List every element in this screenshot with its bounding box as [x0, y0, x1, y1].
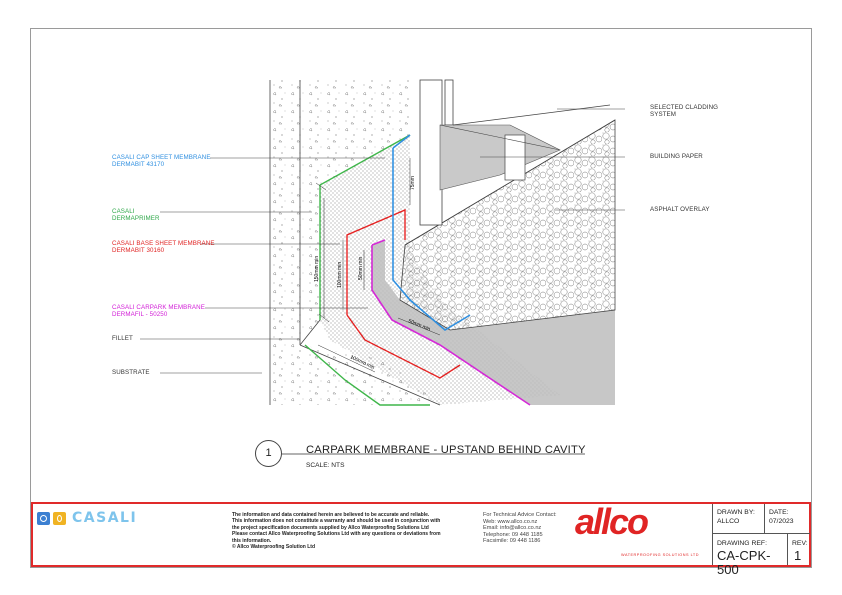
detail-number-circle: 1 — [255, 440, 282, 467]
cap-sheet-line — [392, 148, 471, 331]
label-building-paper: BUILDING PAPER — [650, 153, 703, 160]
dim-150: 150mm min — [314, 256, 320, 282]
allco-wordmark: allco — [575, 501, 649, 542]
base-sheet-line — [346, 208, 406, 315]
wall-concrete — [300, 80, 410, 345]
drawn-by-cell: DRAWN BY: ALLCO — [712, 504, 764, 533]
rev-label: REV: — [792, 540, 808, 547]
casali-logo: CASALI — [37, 510, 137, 526]
disclaimer-text: The information and data contained herei… — [232, 512, 441, 551]
building-paper-zone — [439, 124, 561, 191]
contact-info: For Technical Advice Contact: Web: www.a… — [483, 512, 557, 545]
dim-75: 75mm — [410, 176, 416, 190]
drawing-ref-value: CA-CPK-500 — [717, 548, 771, 577]
drawn-by-label: DRAWN BY: — [717, 509, 755, 516]
detail-scale: SCALE: NTS — [306, 462, 345, 469]
title-block — [31, 502, 811, 567]
rev-cell: REV: 1 — [787, 534, 809, 565]
concrete-substrate — [270, 80, 440, 405]
date-label: DATE: — [769, 509, 789, 516]
primer-zone — [320, 135, 560, 405]
allco-logo: allco WATERPROOFING SOLUTIONS LTD — [575, 501, 710, 563]
titleblock-divider — [712, 533, 810, 534]
drawing-ref-cell: DRAWING REF: CA-CPK-500 — [712, 534, 787, 577]
drawn-by-value: ALLCO — [717, 518, 740, 525]
primer-line — [319, 134, 411, 320]
label-substrate: SUBSTRATE — [112, 369, 150, 376]
membrane-grey-band — [372, 240, 615, 405]
primer-line-base — [304, 344, 430, 406]
dim-50v: 50mm min — [358, 256, 364, 280]
label-asphalt: ASPHALT OVERLAY — [650, 206, 710, 213]
date-value: 07/2023 — [769, 518, 794, 525]
casali-logo-mark-icon — [37, 511, 50, 525]
drawing-ref-label: DRAWING REF: — [717, 540, 767, 547]
base-sheet-line-low — [346, 314, 461, 379]
drawing-sheet-border — [30, 28, 812, 568]
cavity-batten — [419, 79, 443, 226]
casali-wordmark: CASALI — [72, 510, 138, 526]
allco-tagline: WATERPROOFING SOLUTIONS LTD — [621, 553, 699, 557]
label-fillet: FILLET — [112, 335, 133, 342]
carpark-membrane-line — [371, 245, 531, 406]
casali-logo-drop-icon — [53, 511, 66, 525]
date-cell: DATE: 07/2023 — [764, 504, 809, 533]
detail-title: CARPARK MEMBRANE - UPSTAND BEHIND CAVITY — [306, 444, 586, 456]
cladding-block — [504, 134, 526, 181]
dim-100v: 100mm min — [337, 262, 343, 288]
rev-value: 1 — [794, 548, 802, 563]
